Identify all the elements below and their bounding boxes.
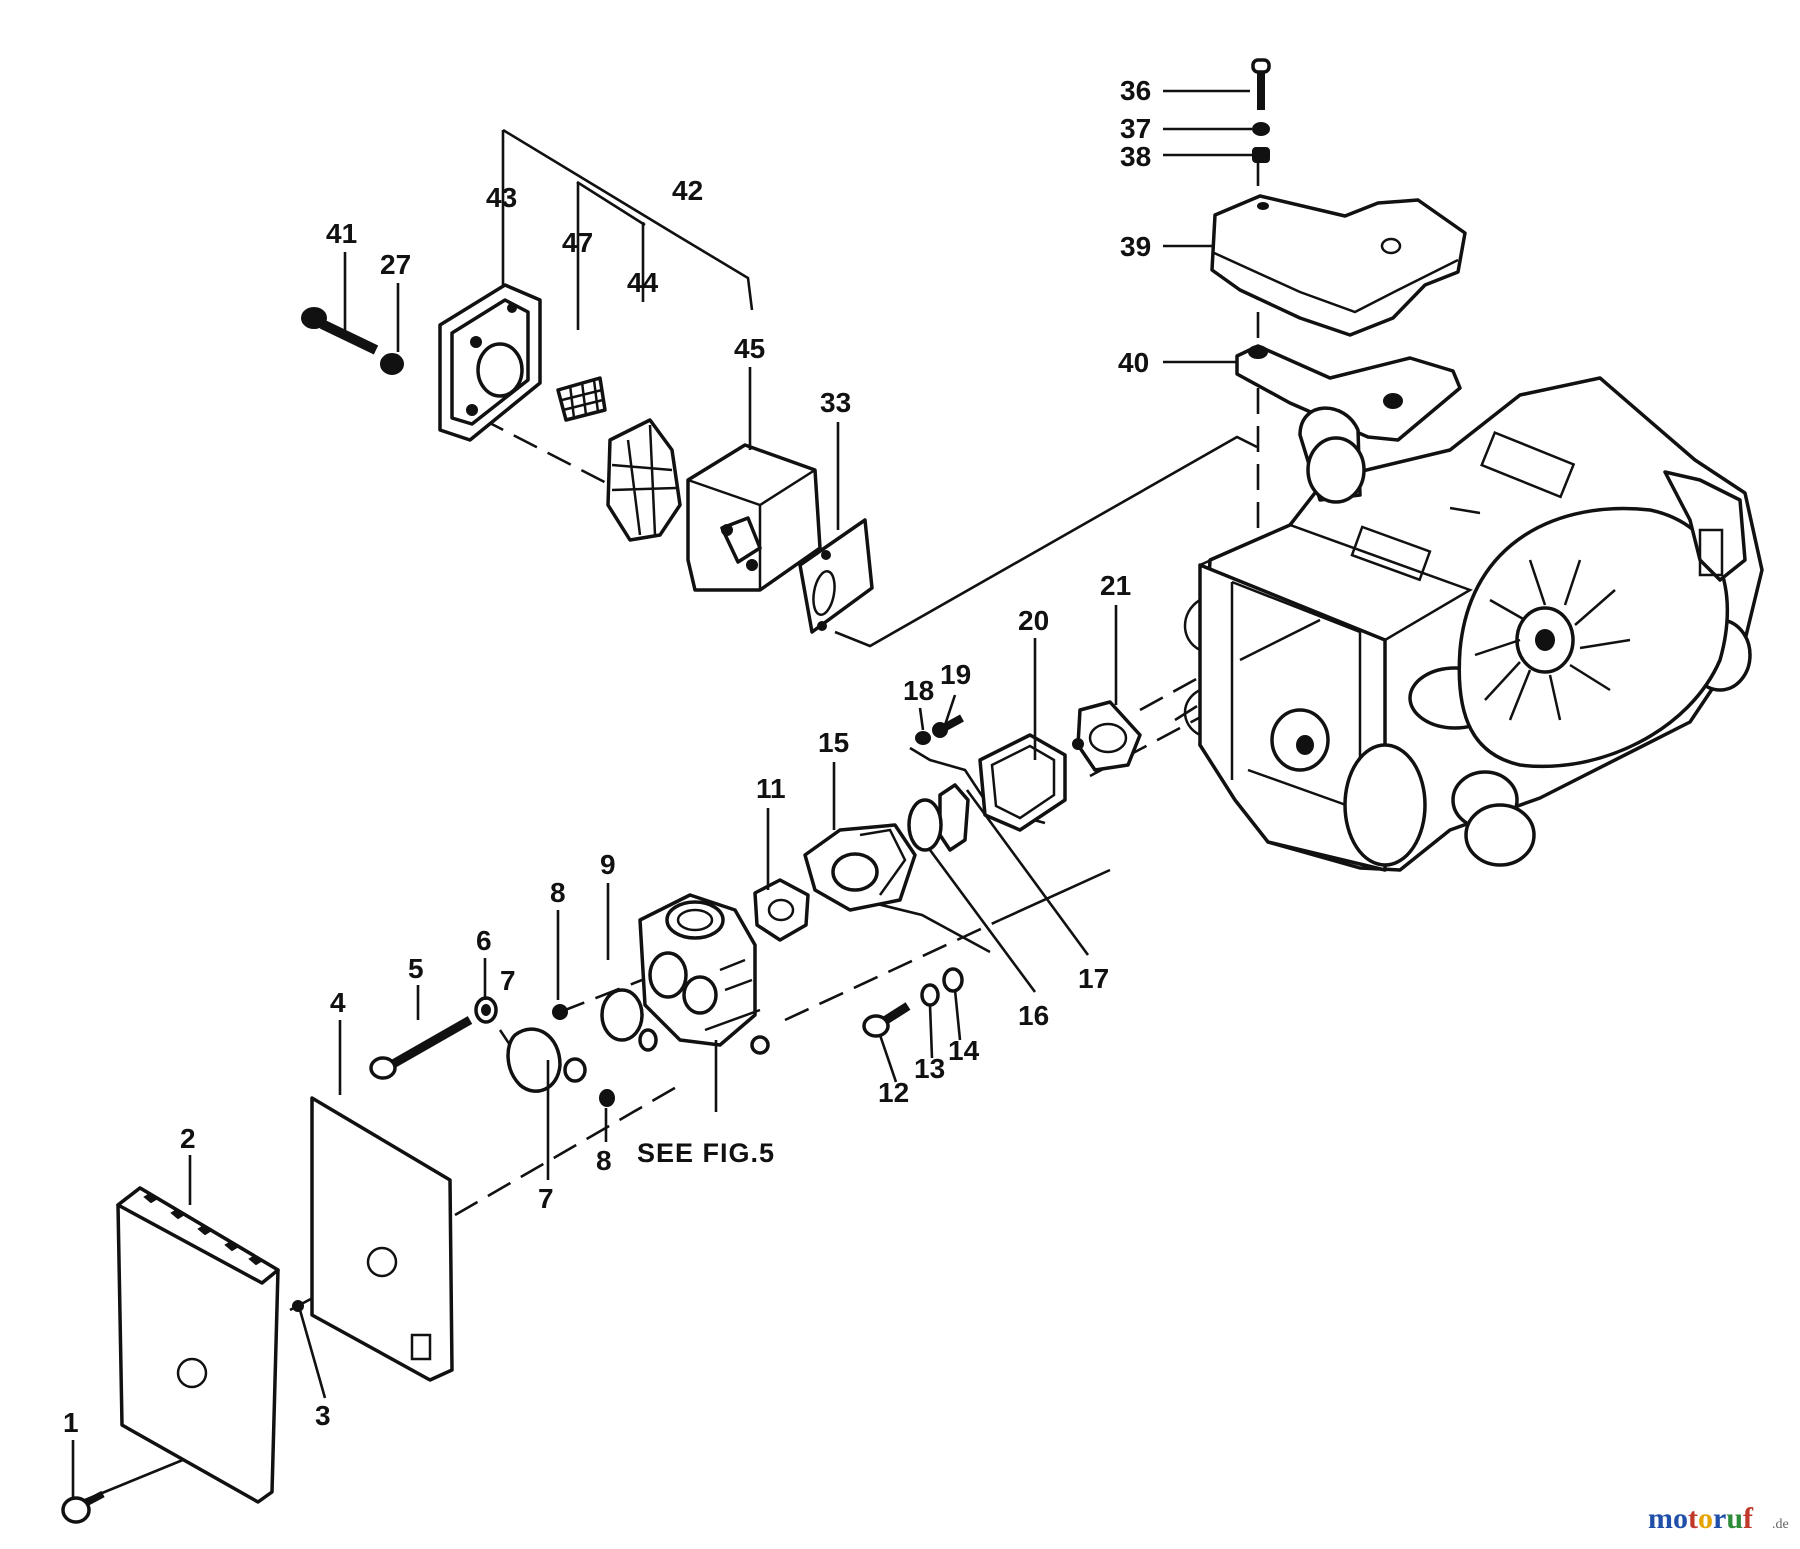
callout-7: 7 (538, 1183, 554, 1214)
crankcase-housing (1183, 376, 1764, 872)
callout-5: 5 (408, 953, 424, 984)
muffler-cover-43 (438, 283, 542, 442)
callout-15: 15 (818, 727, 849, 758)
callout-40: 40 (1118, 347, 1149, 378)
callout-36: 36 (1120, 75, 1151, 106)
watermark-letter: u (1726, 1502, 1743, 1535)
callout-4: 4 (330, 987, 346, 1018)
fitting-7 (498, 1027, 587, 1093)
plate-17 (938, 783, 970, 852)
washer-27 (380, 353, 404, 375)
cover-39 (1210, 194, 1467, 337)
screw-5 (369, 1016, 473, 1080)
callout-8-upper: 8 (550, 877, 566, 908)
watermark-letter: r (1713, 1502, 1726, 1535)
callout-12: 12 (878, 1077, 909, 1108)
callout-18: 18 (903, 675, 934, 706)
watermark-letter: o (1698, 1502, 1713, 1535)
plug-8-lower (599, 1089, 615, 1107)
top-cover-group (1210, 58, 1467, 442)
gasket-21 (1076, 700, 1142, 772)
callout-42: 42 (672, 175, 703, 206)
callout-2: 2 (180, 1123, 196, 1154)
washer-18 (915, 731, 931, 745)
callout-44: 44 (627, 267, 659, 298)
screw-36 (1251, 58, 1271, 74)
callout-41: 41 (326, 218, 357, 249)
washer-13 (920, 983, 940, 1007)
callout-20: 20 (1018, 605, 1049, 636)
callout-9: 9 (600, 849, 616, 880)
callout-33: 33 (820, 387, 851, 418)
callout-14: 14 (948, 1035, 980, 1066)
watermark-letter: t (1688, 1502, 1698, 1535)
callout-17: 17 (1078, 963, 1109, 994)
nut-3 (292, 1300, 304, 1312)
watermark-letter: m (1648, 1502, 1673, 1535)
callout-8-lower: 8 (596, 1145, 612, 1176)
watermark-letter: f (1743, 1502, 1754, 1535)
nut-14 (942, 967, 964, 993)
screw-41 (301, 307, 379, 355)
air-filter-group (61, 1096, 454, 1524)
intake-group (369, 700, 1142, 1107)
callout-13: 13 (914, 1053, 945, 1084)
filter-cover-2 (116, 1186, 280, 1504)
callout-37: 37 (1120, 113, 1151, 144)
see-fig-note: SEE FIG.5 (637, 1138, 775, 1168)
callout-43: 43 (486, 182, 517, 213)
filter-plate-4 (310, 1096, 454, 1382)
carburetor (638, 893, 770, 1055)
gasket-33 (798, 518, 874, 634)
intake-adapter-15 (803, 823, 917, 912)
watermark-text: motoruf (1648, 1502, 1754, 1535)
watermark-letter: o (1673, 1502, 1688, 1535)
callout-16: 16 (1018, 1000, 1049, 1031)
callout-19: 19 (940, 659, 971, 690)
callout-47: 47 (562, 227, 593, 258)
callout-1: 1 (63, 1407, 79, 1438)
callout-39: 39 (1120, 231, 1151, 262)
callout-27: 27 (380, 249, 411, 280)
callout-11: 11 (756, 773, 786, 804)
muffler-body-45 (686, 443, 822, 592)
bolt-19 (932, 722, 948, 738)
washer-37 (1252, 122, 1270, 136)
baffle-44 (606, 418, 682, 542)
watermark-logo: motoruf .de (1648, 1502, 1789, 1535)
muffler-group (301, 283, 874, 634)
watermark-suffix: .de (1772, 1517, 1789, 1532)
plate-40 (1235, 344, 1462, 442)
callout-21: 21 (1100, 570, 1131, 601)
callout-6: 6 (476, 925, 492, 956)
leader-lines (71, 89, 1252, 1500)
plug-8-upper (552, 1004, 568, 1020)
screw-1 (61, 1490, 105, 1524)
callout-45: 45 (734, 333, 765, 364)
callout-numbers: 36 37 38 39 40 42 43 47 44 45 41 27 33 2… (63, 75, 1151, 1438)
callout-7-upper: 7 (500, 965, 516, 996)
plate-16 (907, 798, 943, 852)
spark-screen-47 (556, 376, 607, 422)
diaphragm-9 (600, 988, 644, 1042)
gasket-11 (753, 878, 810, 942)
callout-38: 38 (1120, 141, 1151, 172)
screw-12 (862, 1002, 911, 1038)
nut-38 (1252, 147, 1270, 163)
callout-3: 3 (315, 1400, 331, 1431)
